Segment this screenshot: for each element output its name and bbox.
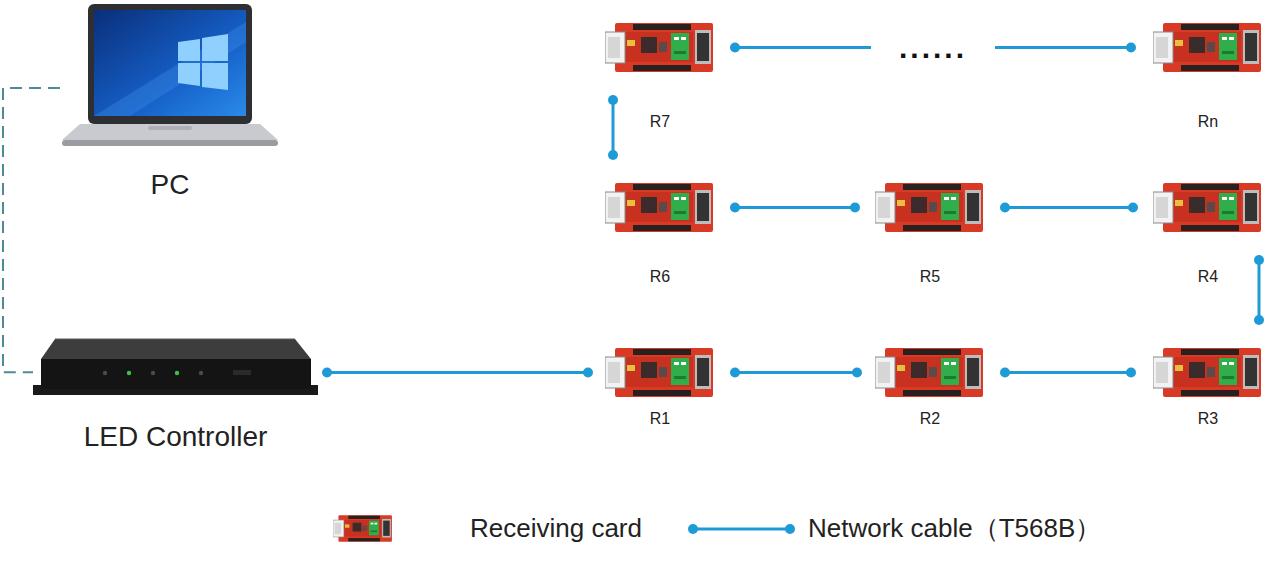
cable-end-dot bbox=[850, 203, 860, 213]
legend-cable-sample bbox=[688, 524, 795, 534]
node-label: R5 bbox=[920, 267, 940, 286]
cable-end-dot bbox=[583, 368, 593, 378]
led-controller-image bbox=[33, 339, 318, 395]
cable-end-dot bbox=[730, 368, 740, 378]
cable-end-dot bbox=[1000, 368, 1010, 378]
receiving-card-illustration bbox=[875, 180, 985, 235]
cable-line bbox=[612, 100, 615, 155]
node-label: R6 bbox=[650, 267, 670, 286]
cable-end-dot bbox=[608, 95, 618, 105]
network-cable bbox=[1254, 255, 1264, 325]
cable-end-dot bbox=[730, 203, 740, 213]
receiving-card-illustration bbox=[1153, 20, 1263, 75]
node-label: R3 bbox=[1198, 409, 1218, 428]
dashed-link bbox=[3, 88, 60, 372]
network-cable bbox=[1000, 203, 1138, 213]
cable-line bbox=[1005, 371, 1131, 374]
receiving-card: R4 bbox=[1153, 180, 1263, 235]
network-cable bbox=[322, 368, 593, 378]
receiving-card: R5 bbox=[875, 180, 985, 235]
network-cable bbox=[608, 95, 618, 160]
receiving-card: R1 bbox=[605, 345, 715, 400]
receiving-card-illustration bbox=[605, 20, 715, 75]
cable-end-dot bbox=[608, 150, 618, 160]
receiving-card: R7 bbox=[605, 20, 715, 75]
cable-line bbox=[1258, 260, 1261, 320]
receiving-card-image bbox=[605, 23, 713, 72]
cable-end-dot bbox=[1126, 368, 1136, 378]
receiving-card-image bbox=[875, 183, 983, 232]
cable-end-dot bbox=[1254, 255, 1264, 265]
receiving-card: Rn bbox=[1153, 20, 1263, 75]
node-label: Rn bbox=[1198, 112, 1218, 131]
cable-end-dot bbox=[1126, 43, 1136, 53]
receiving-card-illustration bbox=[1153, 345, 1263, 400]
pc-laptop: PC bbox=[60, 2, 280, 150]
cable-line bbox=[735, 371, 857, 374]
led-controller: LED Controller bbox=[33, 333, 318, 403]
cable-end-dot bbox=[1000, 203, 1010, 213]
cable-end-dot bbox=[852, 368, 862, 378]
node-label: R7 bbox=[650, 112, 670, 131]
network-cable bbox=[730, 368, 862, 378]
node-label: R2 bbox=[920, 409, 940, 428]
receiving-card-illustration bbox=[605, 180, 715, 235]
receiving-card-image bbox=[1153, 23, 1261, 72]
receiving-card: R6 bbox=[605, 180, 715, 235]
cable-end-dot bbox=[1128, 203, 1138, 213]
network-cable bbox=[730, 203, 860, 213]
receiving-card-image bbox=[605, 183, 713, 232]
node-label: R1 bbox=[650, 409, 670, 428]
receiving-card-illustration bbox=[605, 345, 715, 400]
cable-end-dot bbox=[1254, 315, 1264, 325]
cable-line bbox=[1005, 206, 1133, 209]
cable-line bbox=[327, 371, 588, 374]
node-label: LED Controller bbox=[84, 420, 268, 454]
legend-card-icon bbox=[333, 515, 392, 542]
pc-link bbox=[3, 88, 60, 372]
receiving-card-image bbox=[875, 348, 983, 397]
receiving-card-image bbox=[1153, 183, 1261, 232]
receiving-card: R3 bbox=[1153, 345, 1263, 400]
node-label: R4 bbox=[1198, 267, 1218, 286]
edge-label: ...... bbox=[871, 33, 995, 63]
cable-end-dot bbox=[730, 43, 740, 53]
legend-text: Network cable（T568B） bbox=[808, 513, 1101, 544]
led-controller-illustration bbox=[33, 333, 318, 403]
legend-text: Receiving card bbox=[470, 513, 642, 544]
pc-laptop-illustration bbox=[60, 2, 280, 150]
receiving-card: R2 bbox=[875, 345, 985, 400]
receiving-card-image bbox=[605, 348, 713, 397]
pc-laptop-image bbox=[62, 4, 278, 146]
network-cable bbox=[1000, 368, 1136, 378]
receiving-card-illustration bbox=[875, 345, 985, 400]
cable-line bbox=[735, 206, 855, 209]
node-label: PC bbox=[151, 168, 190, 202]
cable-end-dot bbox=[322, 368, 332, 378]
receiving-card-illustration bbox=[1153, 180, 1263, 235]
receiving-card-image bbox=[1153, 348, 1261, 397]
